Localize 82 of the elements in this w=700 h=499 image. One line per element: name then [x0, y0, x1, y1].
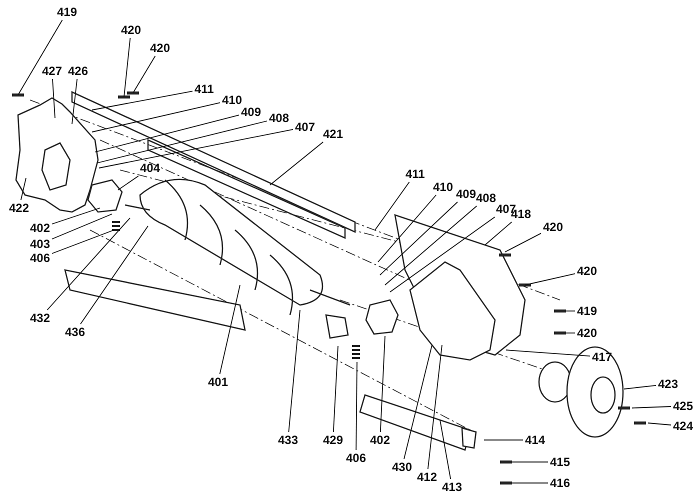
leader-line	[96, 120, 268, 164]
callout-number: 402	[30, 221, 50, 235]
callout-number: 406	[30, 251, 50, 265]
callout-number: 415	[550, 455, 570, 469]
callout-number: 420	[150, 41, 170, 55]
callout-number: 410	[222, 93, 242, 107]
leader-line	[380, 336, 386, 432]
leader-line	[404, 344, 432, 460]
callout-number: 436	[65, 325, 86, 339]
leader-line	[624, 384, 656, 390]
callout-number: 414	[525, 433, 546, 447]
callout-number: 430	[392, 460, 412, 474]
callout-number: 421	[323, 127, 344, 141]
leader-line	[72, 78, 78, 124]
callout-number: 407	[295, 120, 316, 134]
leader-line	[356, 362, 358, 450]
leader-line	[98, 128, 294, 168]
leader-line	[332, 346, 338, 432]
leader-line	[378, 194, 437, 262]
leader-line	[390, 216, 496, 292]
leader-line	[288, 310, 300, 432]
callout-number: 417	[592, 350, 612, 364]
callout-number: 420	[577, 264, 598, 278]
leader-line	[118, 176, 139, 190]
leader-line	[20, 178, 26, 200]
leader-line	[94, 114, 240, 152]
callout-number: 419	[577, 304, 598, 318]
callout-number: 423	[658, 377, 678, 391]
callout-number: 427	[42, 64, 62, 78]
leader-line	[80, 226, 148, 324]
callout-number: 433	[278, 433, 298, 447]
callout-number: 425	[673, 399, 694, 413]
leader-line	[427, 344, 442, 470]
callout-number: 409	[456, 187, 476, 201]
leader-line	[18, 20, 63, 96]
callout-number: 413	[442, 480, 462, 494]
leader-line	[380, 202, 458, 276]
leader-line	[52, 208, 100, 224]
leader-line	[512, 482, 548, 484]
callout-number: 429	[323, 433, 344, 447]
callout-number: 412	[417, 470, 438, 484]
callout-number: 420	[121, 23, 142, 37]
callout-number: 408	[476, 191, 496, 205]
leader-line	[384, 206, 478, 286]
leader-line	[440, 420, 452, 480]
callout-number: 411	[406, 167, 425, 181]
leader-line	[566, 332, 576, 334]
leader-line	[632, 406, 672, 408]
leader-line	[524, 273, 576, 286]
leader-line	[52, 230, 114, 254]
leader-line	[506, 350, 590, 357]
callout-number: 403	[30, 237, 50, 251]
leader-line	[46, 218, 130, 310]
callout-number: 408	[269, 111, 290, 125]
callout-number: 420	[543, 220, 564, 234]
leader-line	[504, 232, 542, 252]
callout-number: 432	[30, 311, 50, 325]
leader-line	[566, 310, 576, 312]
leader-line	[92, 102, 220, 132]
callout-number: 416	[550, 476, 570, 490]
callout-number: 401	[208, 375, 228, 389]
leader-line	[648, 422, 672, 426]
callout-number: 402	[370, 433, 390, 447]
callout-number: 404	[140, 161, 160, 175]
callout-number: 422	[9, 201, 30, 215]
leader-line	[52, 214, 112, 240]
callout-number: 410	[433, 180, 454, 194]
leader-line	[92, 90, 193, 110]
leader-line	[219, 284, 240, 374]
callout-number: 406	[346, 451, 366, 465]
leader-line	[270, 142, 324, 186]
leader-line	[484, 222, 512, 246]
leader-line	[124, 38, 131, 98]
leader-line	[374, 182, 410, 230]
leader-line	[52, 78, 56, 118]
callout-number: 409	[241, 105, 262, 119]
leader-line	[132, 56, 156, 94]
callout-number: 419	[57, 5, 78, 19]
callout-number: 420	[577, 326, 598, 340]
callout-number: 426	[68, 64, 88, 78]
callout-number: 424	[673, 419, 694, 433]
callout-number: 411	[194, 82, 214, 96]
